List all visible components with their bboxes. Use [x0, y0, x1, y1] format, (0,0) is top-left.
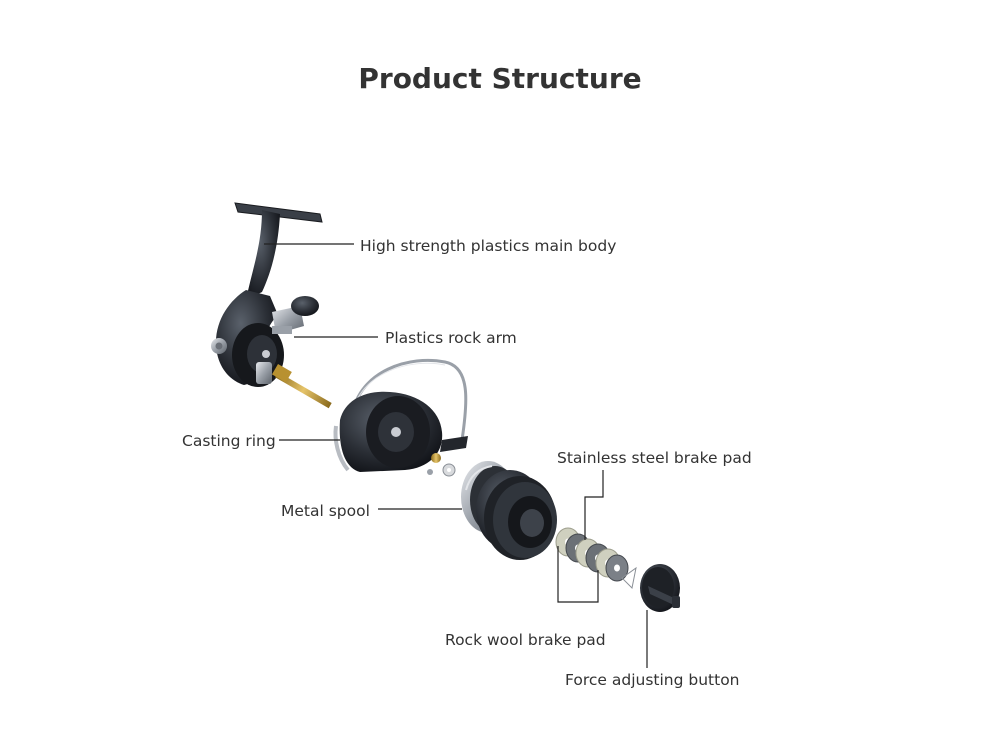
metal-spool	[461, 461, 557, 560]
brake-pad-stack	[555, 527, 637, 590]
leader-rock-wool-brake-pad	[557, 546, 599, 603]
leader-stainless-brake-pad	[584, 470, 604, 540]
label-metal-spool: Metal spool	[281, 502, 370, 520]
force-adjusting-button	[640, 564, 680, 612]
label-stainless-brake-pad: Stainless steel brake pad	[557, 449, 752, 467]
label-force-button: Force adjusting button	[565, 671, 740, 689]
label-rock-wool-brake-pad: Rock wool brake pad	[445, 631, 606, 649]
label-casting-ring: Casting ring	[182, 432, 276, 450]
label-rock-arm: Plastics rock arm	[385, 329, 517, 347]
label-main-body: High strength plastics main body	[360, 237, 616, 255]
reel-main-body	[211, 202, 332, 409]
page-title: Product Structure	[358, 62, 642, 95]
rotor-casting-ring	[333, 358, 468, 477]
